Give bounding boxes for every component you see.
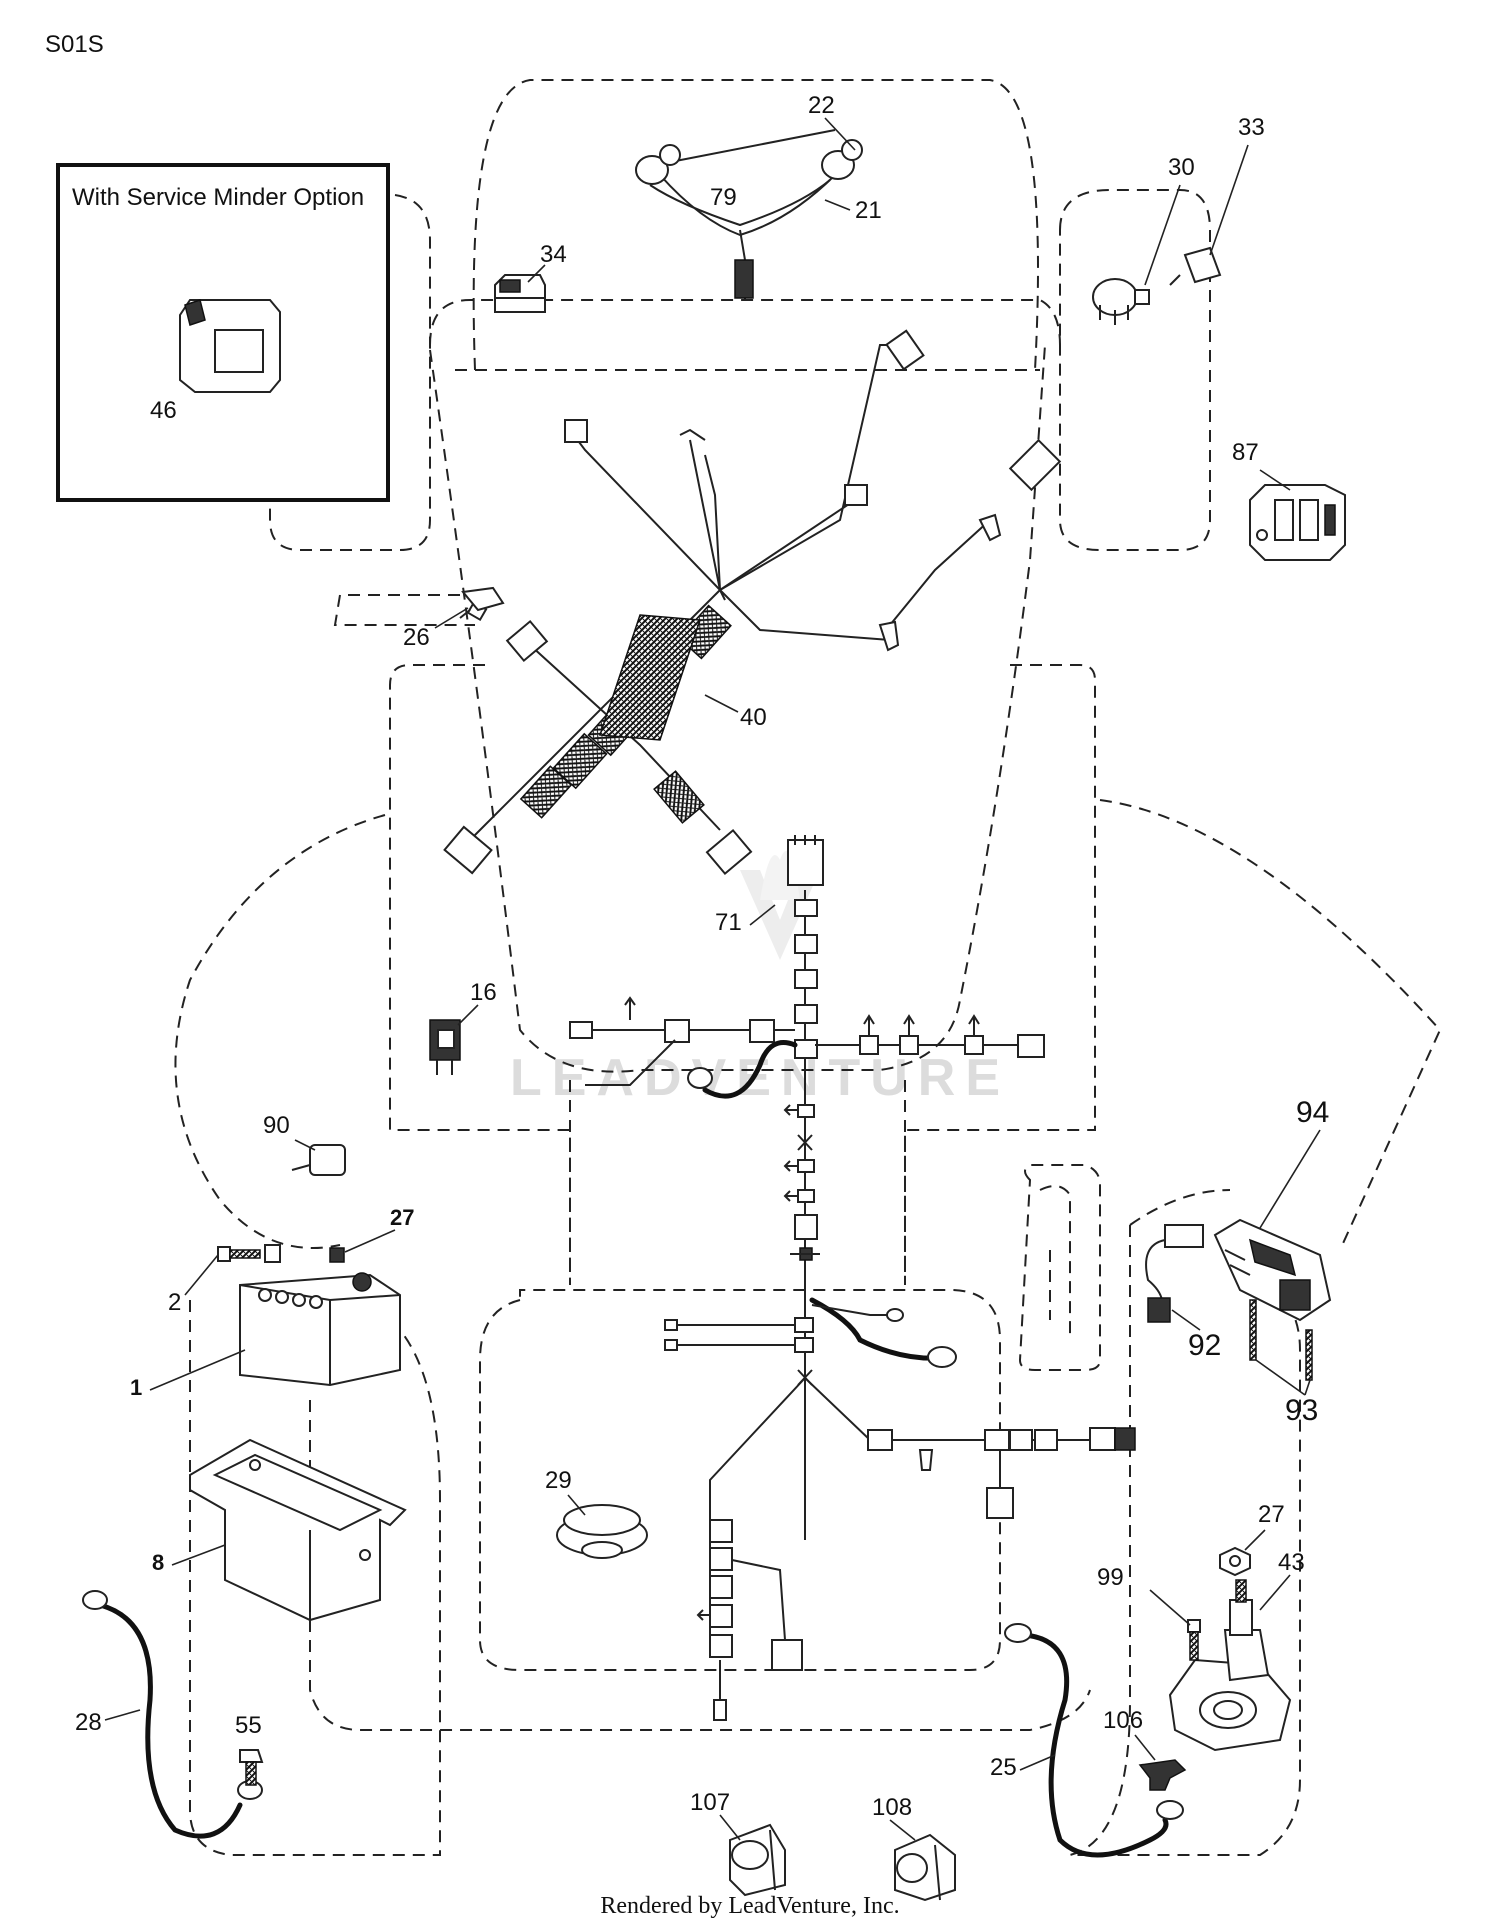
callout-107: 107 [690, 1789, 730, 1816]
solenoid-108 [894, 1833, 956, 1902]
callout-2: 2 [168, 1289, 181, 1316]
dashed-outlines [174, 79, 1442, 1856]
key-33 [1169, 246, 1222, 286]
callout-1: 1 [130, 1375, 142, 1400]
callout-25: 25 [990, 1754, 1017, 1781]
callout-71: 71 [715, 909, 742, 936]
callout-16: 16 [470, 979, 497, 1006]
nut-27-battery [329, 1247, 345, 1263]
ignition-switch-30 [1092, 278, 1150, 325]
watermark-text: LEADVENTURE [510, 1049, 1010, 1107]
relay-87 [1249, 484, 1346, 561]
callout-21: 21 [855, 197, 882, 224]
callout-27-starter: 27 [1258, 1501, 1285, 1528]
grommet-29 [556, 1504, 648, 1559]
harness-71 [569, 835, 1136, 1721]
callout-108: 108 [872, 1794, 912, 1821]
callout-27-battery: 27 [390, 1205, 414, 1230]
screws-93 [1249, 1299, 1313, 1381]
inset-title: With Service Minder Option [72, 184, 364, 211]
callout-29: 29 [545, 1467, 572, 1494]
nut-27-starter [1219, 1546, 1251, 1577]
starter-solenoid-43 [1168, 1579, 1292, 1752]
battery-tray-8 [189, 1438, 407, 1622]
callout-40: 40 [740, 704, 767, 731]
bolt-99 [1187, 1619, 1201, 1661]
service-minder-inset: With Service Minder Option 46 [56, 163, 390, 502]
bolt-2 [217, 1244, 281, 1263]
callout-43: 43 [1278, 1549, 1305, 1576]
connector-16 [429, 1019, 461, 1075]
part-90 [291, 1144, 346, 1176]
callout-90: 90 [263, 1112, 290, 1139]
callout-26: 26 [403, 624, 430, 651]
callout-8: 8 [152, 1550, 164, 1575]
callout-93: 93 [1285, 1394, 1318, 1427]
callout-94: 94 [1296, 1096, 1329, 1129]
main-wire-harness-40 [443, 329, 1062, 876]
callout-30: 30 [1168, 154, 1195, 181]
callout-87: 87 [1232, 439, 1259, 466]
callout-55: 55 [235, 1712, 262, 1739]
battery-1 [239, 1272, 401, 1387]
callout-46: 46 [150, 397, 177, 424]
callout-106: 106 [1103, 1707, 1143, 1734]
footer-credit: Rendered by LeadVenture, Inc. [600, 1893, 899, 1919]
page-code: S01S [45, 31, 104, 58]
callout-79: 79 [710, 184, 737, 211]
callout-33: 33 [1238, 114, 1265, 141]
callout-34: 34 [540, 241, 567, 268]
switch-34 [494, 274, 546, 313]
callout-99: 99 [1097, 1564, 1124, 1591]
callout-92: 92 [1188, 1329, 1221, 1362]
headlight-assembly [635, 129, 863, 300]
part-94 [1145, 1218, 1332, 1323]
cable-25 [1004, 1623, 1184, 1858]
hour-meter-46 [179, 299, 281, 393]
bolt-55 [239, 1749, 264, 1786]
callout-28: 28 [75, 1709, 102, 1736]
clip-106 [1138, 1759, 1187, 1791]
callout-22: 22 [808, 92, 835, 119]
fuse-26 [459, 586, 505, 619]
solenoid-107 [729, 1823, 786, 1897]
